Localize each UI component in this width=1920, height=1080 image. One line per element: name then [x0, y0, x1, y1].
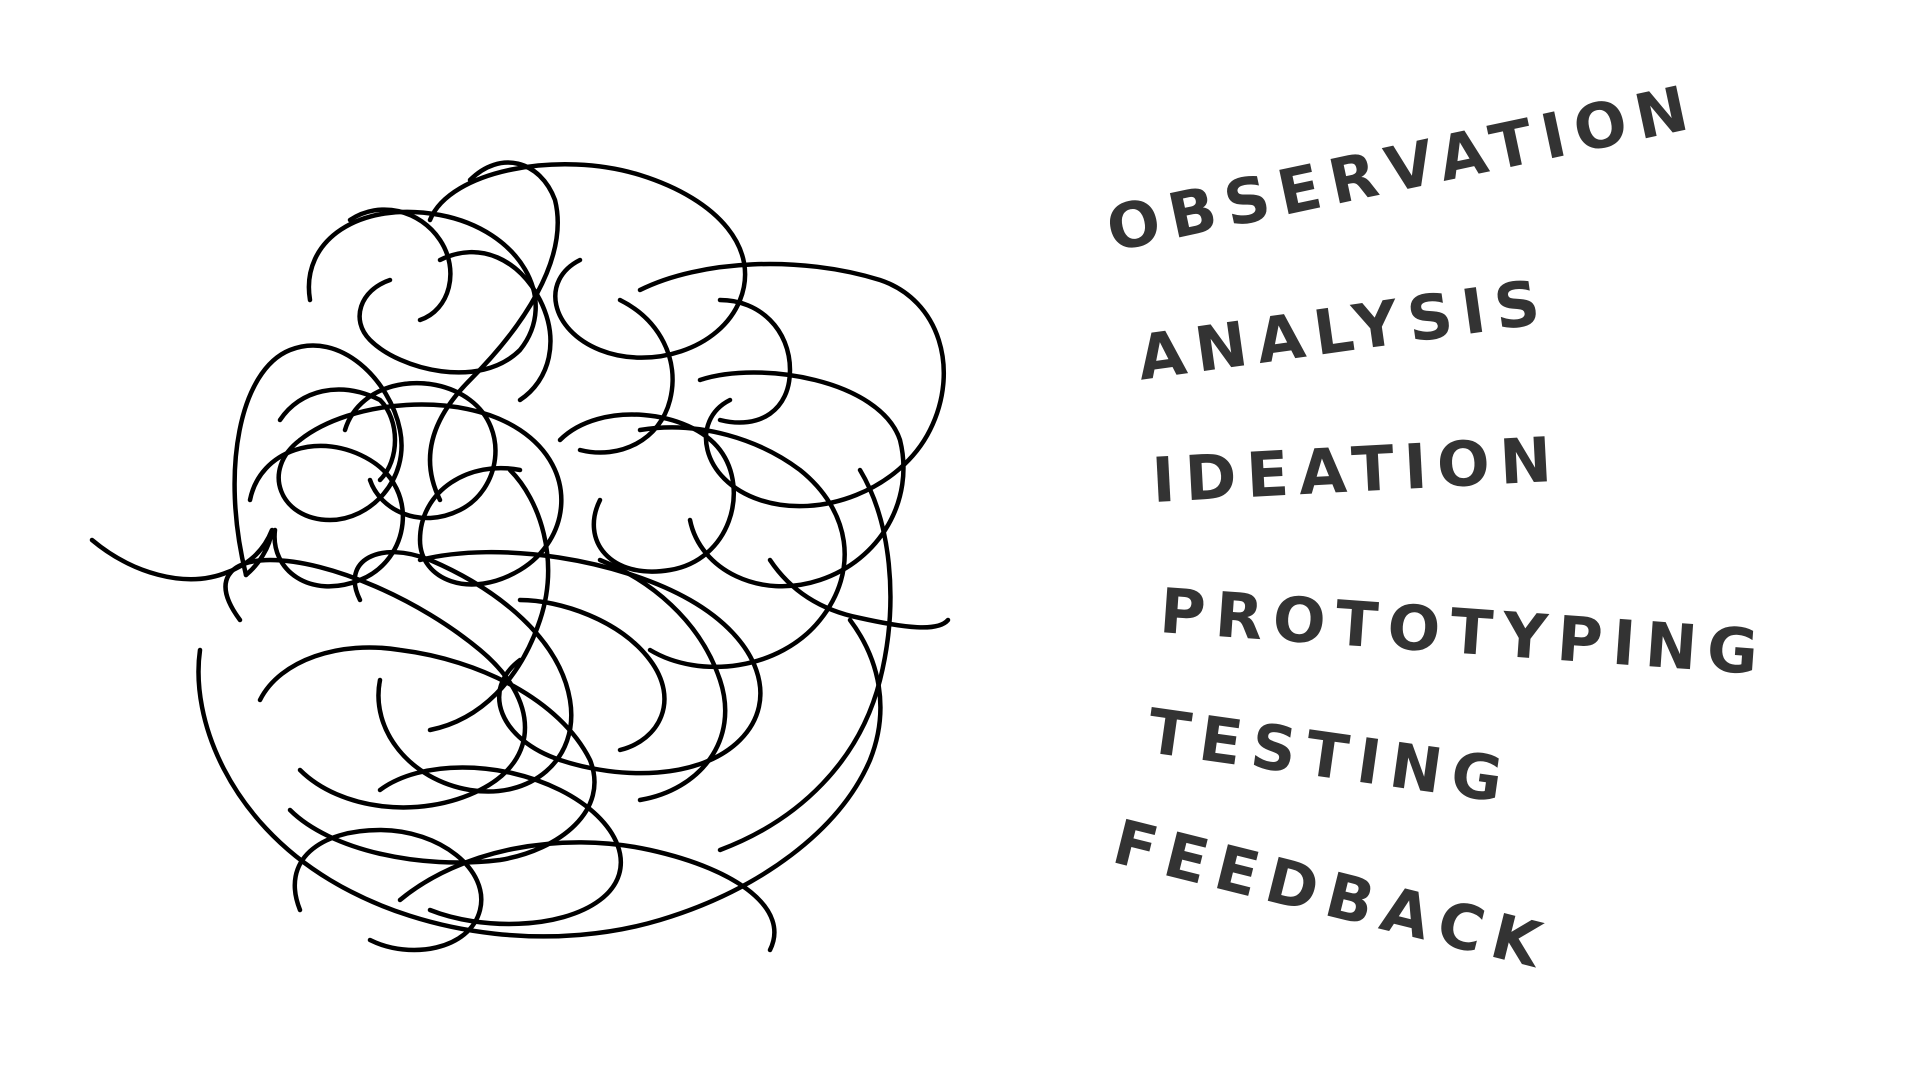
scribble-loop: [196, 617, 883, 939]
scribble-loop: [247, 443, 406, 589]
scribble-loop: [342, 380, 498, 521]
scribble-loop: [277, 387, 398, 483]
scribble-loop: [717, 467, 893, 853]
scribble-loop: [437, 249, 553, 403]
scribble-right-tail: [767, 557, 951, 630]
scribble-loop: [557, 412, 736, 574]
scribble-loop: [637, 425, 847, 670]
scribble-loop: [417, 549, 763, 776]
step-label-analysis: ANALYSIS: [1132, 264, 1554, 395]
scribble-loop: [687, 370, 906, 589]
scribble-loop: [427, 162, 748, 360]
scribble-loop: [352, 549, 574, 794]
scribble-loop: [577, 297, 675, 455]
scribble-loop: [377, 765, 624, 927]
scribble-loop: [347, 207, 453, 323]
tangled-scribble-icon: [89, 160, 951, 953]
scribble-loop: [306, 209, 538, 375]
scribble-loop: [397, 840, 777, 953]
scribble-loop: [232, 343, 404, 578]
step-label-observation: OBSERVATION: [1100, 69, 1704, 267]
step-label-feedback: FEEDBACK: [1106, 805, 1558, 985]
scribble-loop: [257, 645, 597, 865]
scribble-loop: [597, 557, 728, 803]
scribble-loop: [517, 597, 667, 753]
scribble-loop: [297, 402, 564, 587]
scribble-loop: [637, 261, 946, 509]
scribble-loop: [292, 827, 484, 953]
scribble-loop: [223, 557, 528, 810]
step-label-ideation: IDEATION: [1150, 422, 1564, 517]
scribble-loop: [717, 297, 793, 425]
step-label-testing: TESTING: [1142, 694, 1518, 818]
scribble-loop: [427, 467, 551, 733]
step-label-prototyping: PROTOTYPING: [1157, 574, 1771, 690]
